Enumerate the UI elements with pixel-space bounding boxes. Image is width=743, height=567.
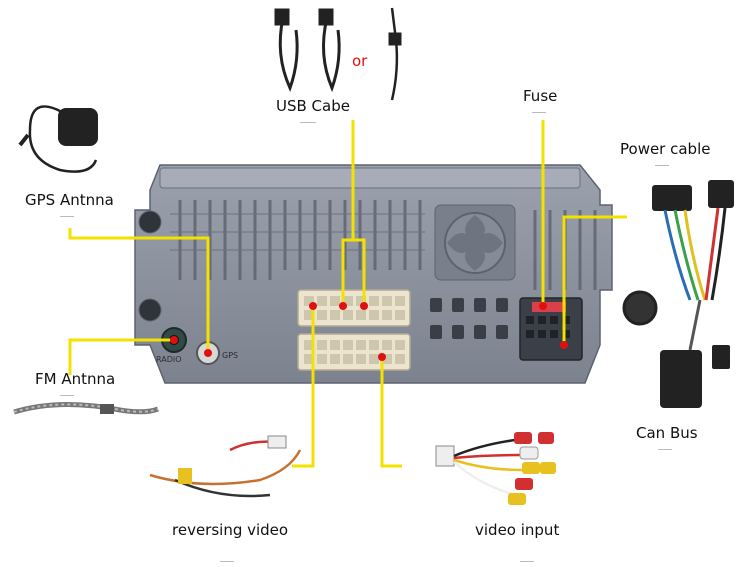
- leader-gps: [68, 228, 210, 353]
- label-or: or: [352, 52, 368, 70]
- underline-fm: [60, 395, 74, 396]
- power-connector: [519, 297, 583, 361]
- main-connector-lower: [297, 333, 411, 371]
- underline-usb: [300, 122, 316, 123]
- underline-videoin: [520, 561, 534, 562]
- label-reversing-video: reversing video: [172, 521, 289, 539]
- label-gps-antenna: GPS Antnna: [25, 191, 114, 209]
- label-power-cable: Power cable: [620, 140, 711, 158]
- leader-lines: [68, 120, 627, 468]
- fan-vent: [434, 204, 516, 281]
- gps-antenna-image: [18, 105, 98, 173]
- gps-panel-text: GPS: [222, 351, 238, 360]
- fm-antenna-image: [13, 401, 159, 415]
- power-cable-image: [622, 180, 734, 408]
- underline-power: [655, 165, 669, 166]
- label-can-bus: Can Bus: [636, 424, 698, 442]
- leader-reversing: [292, 306, 315, 468]
- leader-power: [562, 215, 627, 345]
- usb-cable-image: [274, 7, 402, 101]
- radio-panel-text: RADIO: [156, 355, 182, 364]
- leader-usb-2: [353, 238, 366, 305]
- connection-dots: [170, 302, 568, 361]
- underline-canbus: [658, 449, 672, 450]
- leader-videoin: [380, 357, 402, 468]
- underline-fuse: [532, 112, 546, 113]
- leader-usb: [341, 120, 355, 305]
- reversing-video-cable-image: [149, 435, 302, 498]
- underline-reversing: [220, 561, 234, 562]
- leader-fm: [68, 338, 174, 375]
- label-video-input: video input: [475, 521, 560, 539]
- main-connector-upper: [297, 289, 411, 327]
- underline-gps: [60, 216, 74, 217]
- label-usb-cable: USB Cabe: [276, 97, 350, 115]
- label-fuse: Fuse: [523, 87, 558, 105]
- head-unit: [134, 164, 613, 384]
- video-input-cable-image: [435, 432, 556, 505]
- label-fm-antenna: FM Antnna: [35, 370, 116, 388]
